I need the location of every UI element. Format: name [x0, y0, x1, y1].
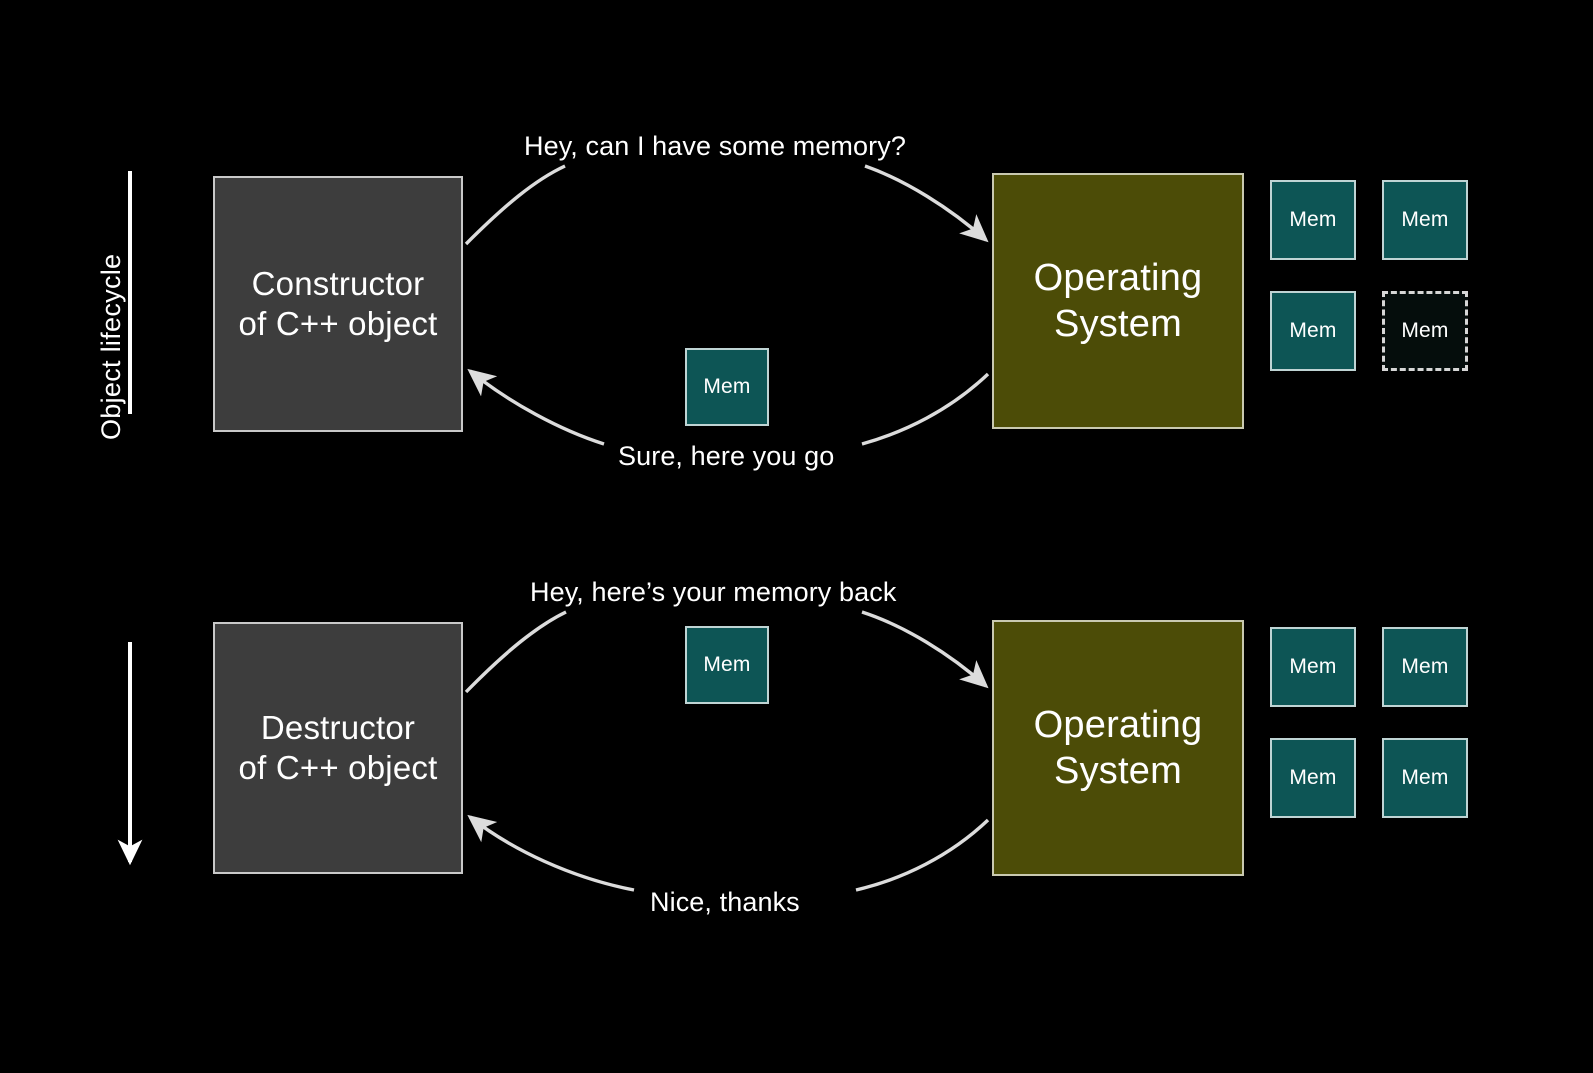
mem-pool-chip-0-destruct[interactable]: Mem [1270, 627, 1356, 707]
mem-pool-chip-1-destruct[interactable]: Mem [1382, 627, 1468, 707]
speech-request-destruct: Hey, here’s your memory back [530, 577, 897, 607]
mem-pool-chip-1-construct[interactable]: Mem [1382, 180, 1468, 260]
operating-system-box-construct[interactable]: Operating System [992, 173, 1244, 429]
mem-pool-chip-2-construct[interactable]: Mem [1270, 291, 1356, 371]
mem-pool-chip-3-construct-free[interactable]: Mem [1382, 291, 1468, 371]
constructor-box[interactable]: Constructor of C++ object [213, 176, 463, 432]
arrow-request-destruct-left [464, 610, 567, 694]
speech-request-construct: Hey, can I have some memory? [524, 131, 906, 161]
mem-chip-in-transit-destruct[interactable]: Mem [685, 626, 769, 704]
mem-pool-chip-2-destruct[interactable]: Mem [1270, 738, 1356, 818]
mem-chip-in-transit-construct[interactable]: Mem [685, 348, 769, 426]
speech-response-destruct: Nice, thanks [650, 887, 800, 917]
arrow-response-construct-left [467, 368, 605, 446]
arrow-response-destruct-left [467, 814, 635, 892]
object-lifecycle-label: Object lifecycle [96, 253, 126, 440]
speech-response-construct: Sure, here you go [618, 441, 835, 471]
arrow-response-destruct-right [855, 818, 990, 892]
mem-pool-chip-3-destruct[interactable]: Mem [1382, 738, 1468, 818]
operating-system-box-destruct[interactable]: Operating System [992, 620, 1244, 876]
arrow-request-construct-left [464, 164, 566, 246]
arrow-response-construct-right [861, 372, 990, 446]
arrow-request-construct-right [864, 164, 989, 243]
destructor-box[interactable]: Destructor of C++ object [213, 622, 463, 874]
mem-pool-chip-0-construct[interactable]: Mem [1270, 180, 1356, 260]
arrow-request-destruct-right [861, 610, 989, 689]
